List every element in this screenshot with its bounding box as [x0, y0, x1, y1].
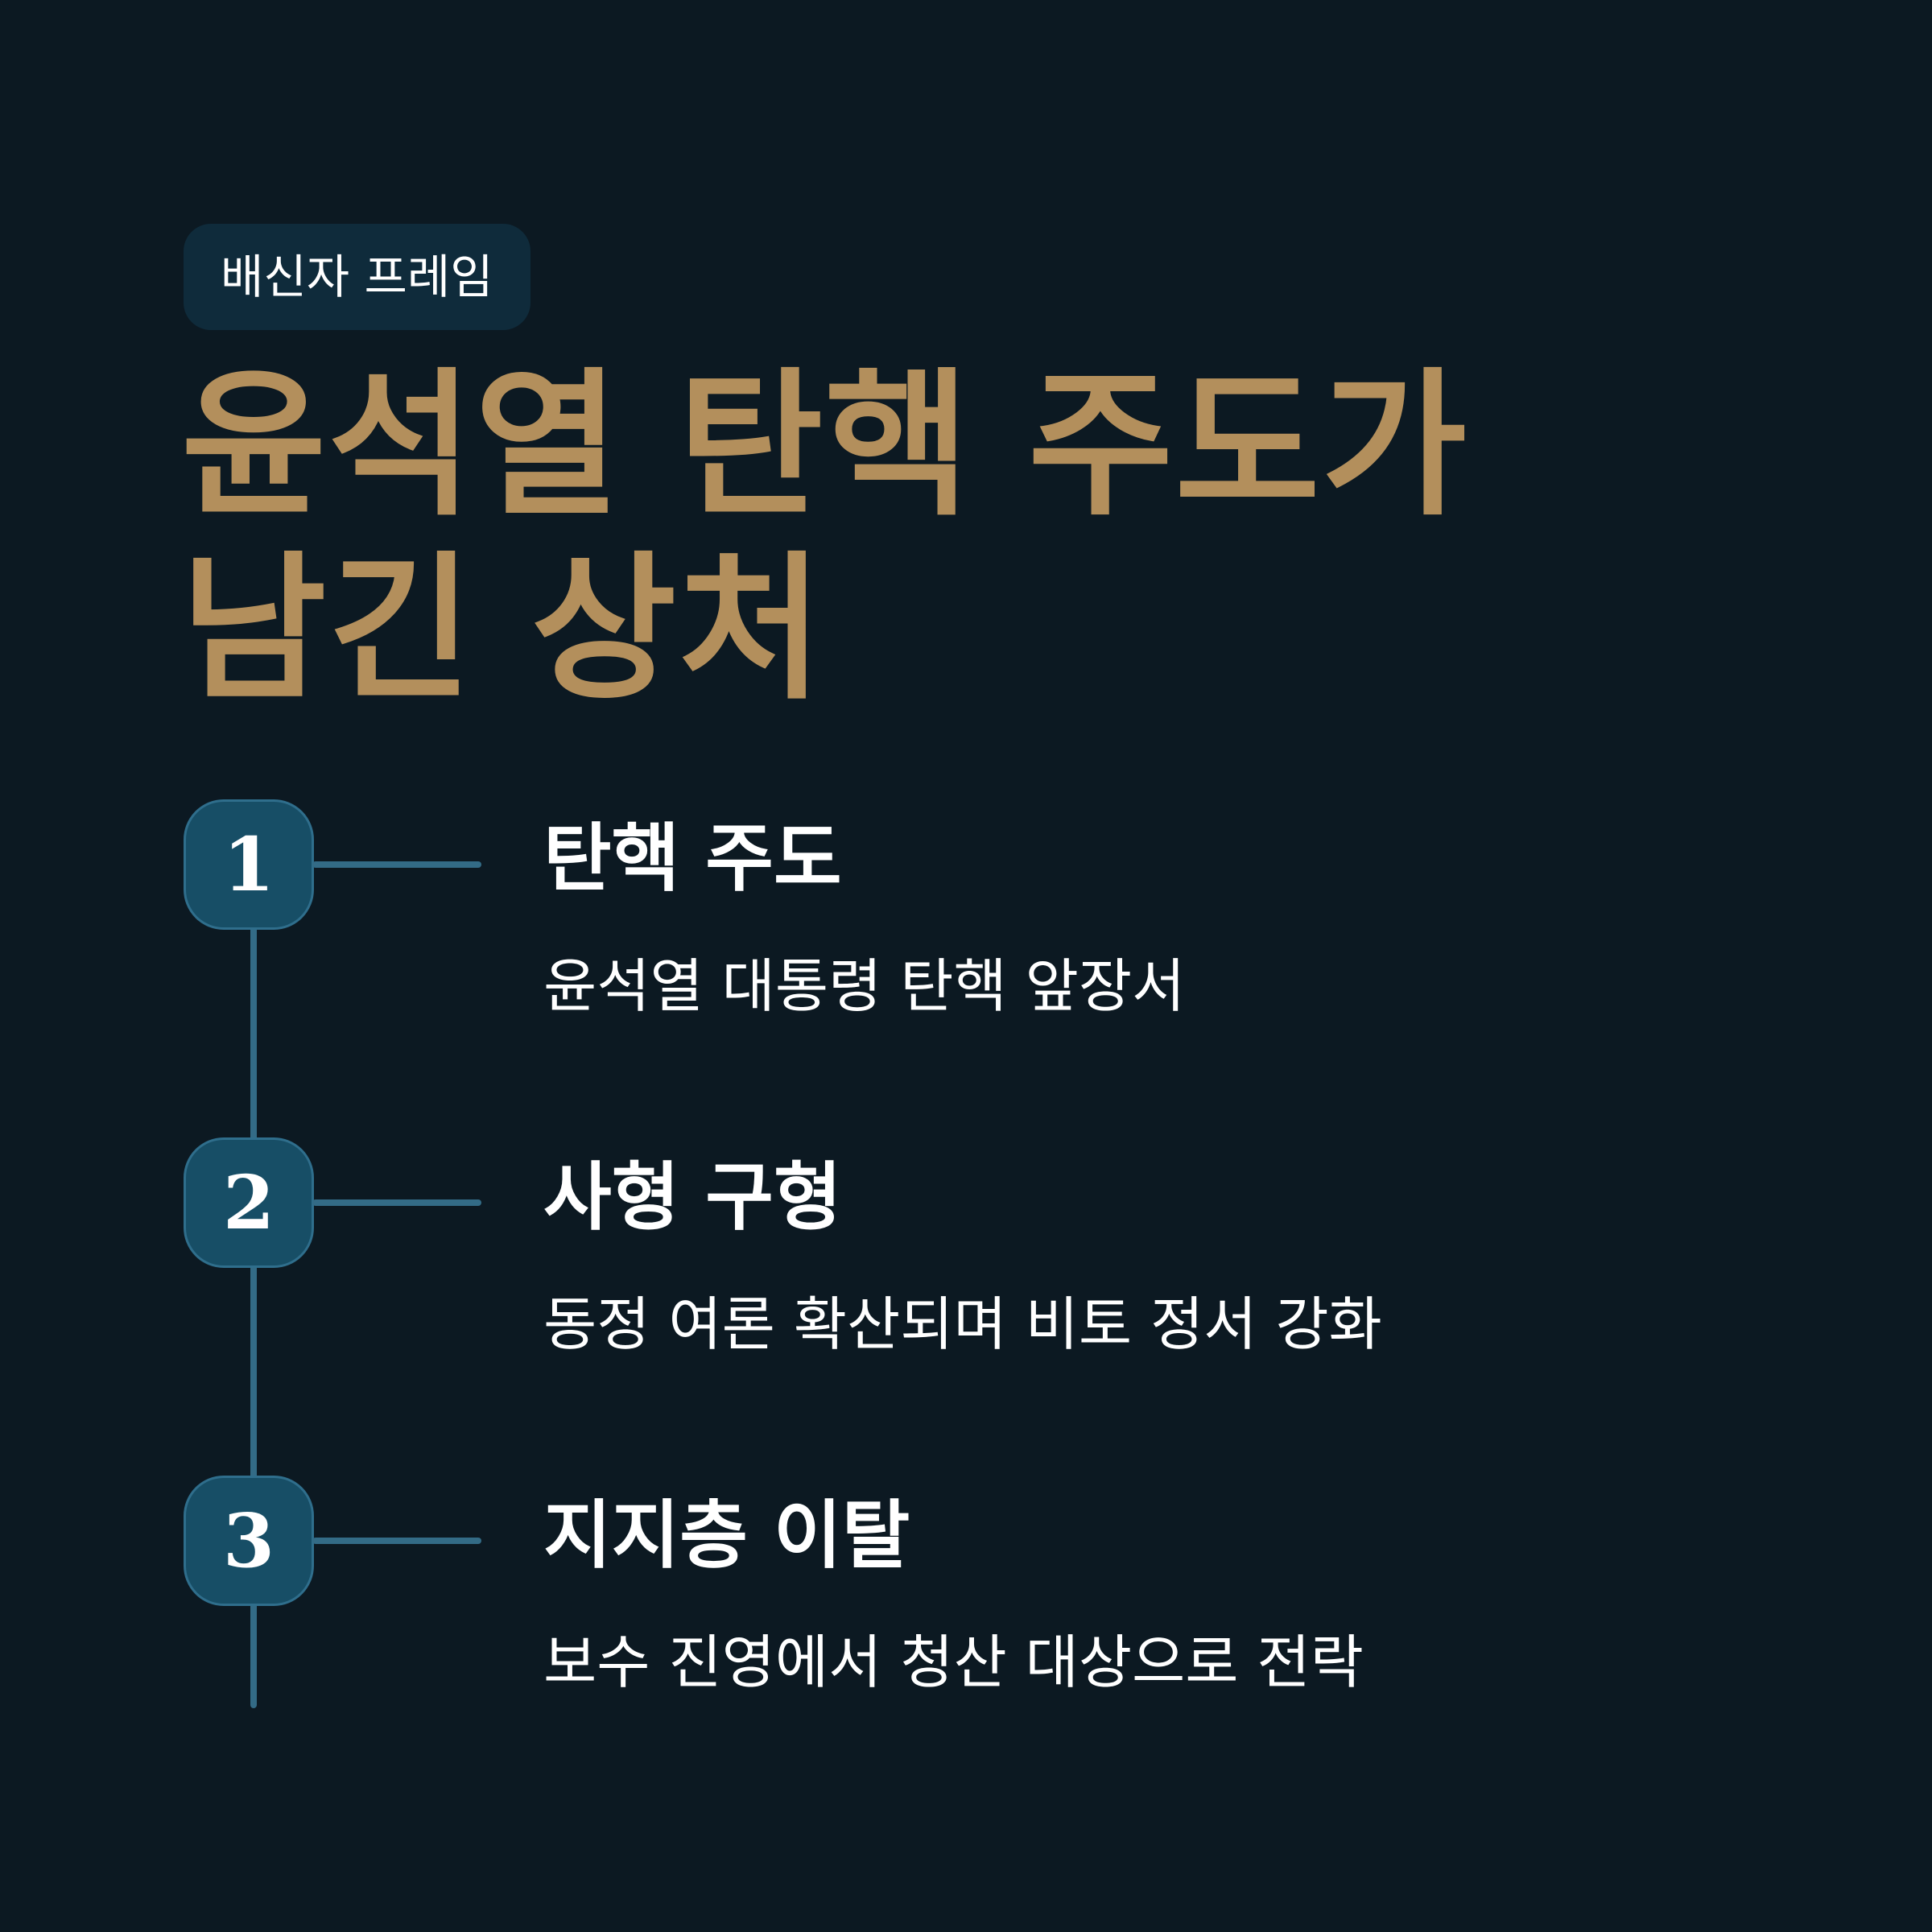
- step-2-description: 동정 여론 확산되며 비토 정서 강화: [543, 1290, 1382, 1358]
- category-badge: 배신자 프레임: [184, 224, 530, 330]
- step-2-number: 2: [184, 1137, 314, 1268]
- step-1-title: 탄핵 주도: [543, 815, 842, 902]
- title-line-1: 윤석열 탄핵 주도가: [181, 354, 1469, 538]
- step-1-description: 윤석열 대통령 탄핵 앞장서: [543, 952, 1186, 1020]
- step-3-title: 지지층 이탈: [543, 1492, 910, 1579]
- step-3-connector: [312, 1538, 481, 1544]
- step-2-connector: [312, 1199, 481, 1206]
- step-2-title: 사형 구형: [543, 1154, 842, 1241]
- page-title: 윤석열 탄핵 주도가 남긴 상처: [181, 354, 1468, 721]
- step-3-number: 3: [184, 1476, 314, 1606]
- step-3-description: 보수 진영에서 청산 대상으로 전락: [543, 1629, 1364, 1696]
- step-1-number: 1: [184, 799, 314, 930]
- title-line-2: 남긴 상처: [181, 538, 825, 721]
- timeline-vertical-line: [250, 886, 257, 1708]
- step-1-connector: [312, 861, 481, 868]
